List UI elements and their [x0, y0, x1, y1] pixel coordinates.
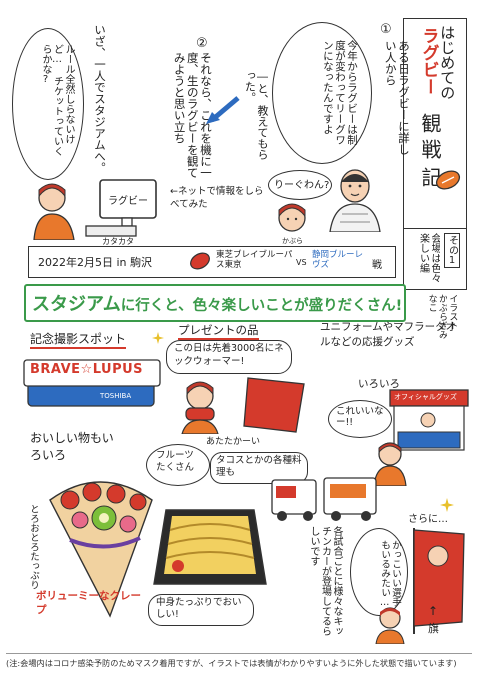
part-title: 会場は色々楽しい編 [417, 233, 441, 283]
title-sen: 戦 [418, 139, 442, 159]
present-note: この日は先着3000名にネックウォーマー! [174, 343, 284, 367]
goods-voice: これいいなー!! [336, 406, 384, 429]
goods-shop-label: オフィシャルグッズ [394, 393, 457, 401]
flag-illustration [413, 528, 465, 634]
team2-name: 静岡ブルーレヴズ [312, 250, 364, 271]
team1-name: 東芝ブレイブルーパス東京 [216, 250, 293, 271]
match-banner [28, 246, 396, 278]
photo-spot-sub: TOSHIBA [100, 392, 132, 400]
step2-end: いざ、一人でスタジアムへ。 [93, 24, 107, 174]
crepe-label: ボリューミーなクレープ [36, 590, 141, 616]
sparkle-icon [152, 332, 164, 344]
credit-name: かぶらぎみなこ [426, 294, 447, 339]
photo-spot-title: 記念撮影スポット [30, 330, 127, 349]
computer-illustration [33, 179, 157, 240]
kitchen-car-text: 各試合ごとに様々なキッチンカーが登場してるらしいです [308, 526, 342, 636]
thought-bubble [12, 28, 84, 180]
kabura-label: かぶら [282, 237, 303, 245]
part-box: その1 会場は色々楽しい編 [403, 228, 467, 290]
quote-bubble [272, 22, 372, 164]
credit-label: イラスト [447, 294, 458, 330]
flow-arrow-icon [206, 96, 240, 124]
flag-arrow: ↑ [428, 604, 439, 618]
match-date: 2022年2月5日 in 駒沢 [38, 256, 153, 269]
title-box: はじめての ラグビー 観 戦 記 [403, 18, 467, 230]
shopper-illustration [373, 442, 407, 486]
headline-stadium: スタジアム [32, 294, 121, 315]
footnote: (注:会場内はコロナ感染予防のためマスク着用ですが、イラストでは表情がわかりやす… [6, 653, 472, 672]
taco-box [210, 452, 308, 484]
step1-mark: ① [380, 22, 392, 37]
present-warm: あたたかーい [206, 437, 261, 447]
present-title: プレゼントの品 [178, 322, 259, 340]
flag-holder-illustration [375, 607, 405, 644]
rugby-ball-icon [435, 170, 461, 190]
sparkle-icon [440, 498, 454, 512]
crepe-illustration [49, 481, 153, 618]
photo-spot-illustration [23, 359, 161, 407]
bento-illustration [153, 509, 267, 585]
player-flag: かっこいい選手もいるみたい… [379, 540, 401, 608]
step1-text: ある日ラグビーに詳しい人から [383, 40, 411, 155]
computer-screen-text: ラグビー [108, 196, 148, 207]
title-kan: 観 [418, 113, 442, 133]
goods-more: いろいろ [358, 378, 400, 390]
present-illustration [181, 377, 305, 434]
title-rugby: ラグビー [418, 27, 439, 95]
fruit-bubble [146, 444, 210, 486]
photo-spot-sign: BRAVE☆LUPUS [30, 362, 144, 377]
crepe-side: とろおとろたっぷり [28, 504, 39, 590]
sarani: さらに… [408, 514, 448, 525]
typing-sfx: カタカタ [102, 237, 134, 246]
flag-label: 旗 [428, 622, 439, 635]
food-title: おいしい物もいろいろ [30, 431, 114, 462]
expert-character-illustration [329, 169, 381, 232]
net-caption: ←ネットで情報をしらべてみた [170, 186, 264, 210]
rugby-ball-icon [190, 252, 210, 270]
headline-rest: に行くと、色々楽しいことが盛りだくさん! [120, 298, 403, 314]
step2-text: それなら、これを機に一度、生のラグビーを観てみようと思い立ち [172, 52, 213, 179]
thought-text: ルール全然しらないけど… チケットっていくらかな? [40, 44, 74, 156]
step2-mark: ② [196, 36, 208, 51]
bento-label-box [148, 594, 254, 626]
kitchen-car-illustration [271, 477, 377, 521]
headline: スタジアムに行くと、色々楽しいことが盛りだくさん! [32, 290, 402, 316]
player-bubble [350, 528, 408, 616]
goods-shop-illustration [389, 389, 469, 451]
goods-voice-bubble [328, 400, 392, 438]
headline-box [24, 284, 406, 322]
reply-bubble [268, 170, 332, 200]
food-taco: タコスとかの各種料理も [216, 455, 302, 479]
food-fruit: フルーツたくさん [156, 450, 195, 474]
present-note-box [166, 340, 292, 374]
step1-end: ―と、教えてもらった。 [243, 70, 269, 160]
part-badge: その1 [444, 233, 460, 268]
title-prefix: はじめての [438, 25, 457, 100]
reply-text: りーぐわん? [274, 180, 330, 191]
goods-title: ユニフォームやマフラータオルなどの応援グッズ [320, 321, 457, 348]
vs-label: VS [296, 258, 307, 267]
quote-text: 今年からラグビーは制度が変わってリーグワンになったんですよ [321, 40, 358, 145]
match-suffix: 戦 [372, 260, 382, 271]
kabura-character-illustration [278, 203, 306, 232]
bento-label: 中身たっぷりでおいしい! [156, 597, 242, 621]
